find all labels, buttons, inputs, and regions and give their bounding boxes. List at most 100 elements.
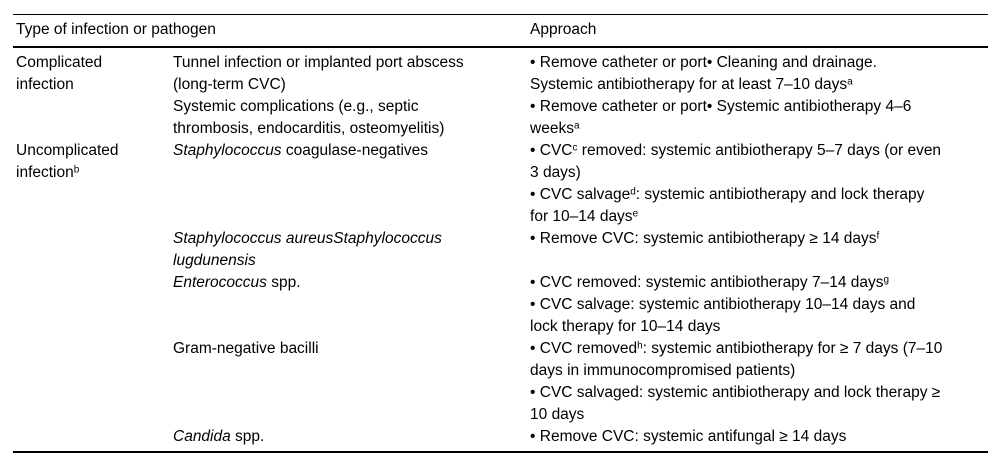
table-row: Candida spp.• Remove CVC: systemic antif…: [13, 426, 988, 452]
category-cell: Uncomplicated infectionb: [13, 140, 173, 228]
pathogen-cell: Enterococcus spp.: [173, 272, 530, 338]
footnote-marker: c: [572, 142, 578, 154]
category-cell: [13, 338, 173, 426]
text-segment: • Remove catheter or port• Systemic anti…: [530, 98, 912, 115]
text-line: • CVCc removed: systemic antibiotherapy …: [530, 140, 988, 162]
text-segment: • CVC salvage: [530, 186, 631, 203]
approach-cell: • Remove catheter or port• Cleaning and …: [530, 47, 988, 96]
text-segment: (long-term CVC): [173, 76, 286, 93]
table-body: Complicated infection Tunnel infection or …: [13, 47, 988, 452]
approach-cell: • Remove CVC: systemic antifungal ≥ 14 d…: [530, 426, 988, 452]
text-segment: spp.: [266, 274, 301, 291]
text-line: thrombosis, endocarditis, osteomyelitis): [173, 118, 530, 140]
pathogen-cell: Gram-negative bacilli: [173, 338, 530, 426]
infection-treatment-table-wrap: Type of infection or pathogen Approach C…: [13, 14, 989, 453]
text-line: • CVC salvaged: systemic antibiotherapy …: [530, 184, 988, 206]
footnote-marker: a: [847, 76, 853, 88]
text-segment: Systemic complications (e.g., septic: [173, 98, 419, 115]
text-segment: • CVC salvaged: systemic antibiotherapy …: [530, 384, 941, 401]
table-row: Complicated infection Tunnel infection or …: [13, 47, 988, 96]
text-line: (long-term CVC): [173, 74, 530, 96]
category-cell: [13, 96, 173, 140]
footnote-marker: b: [73, 164, 80, 176]
header-row: Type of infection or pathogen Approach: [13, 14, 989, 48]
table-header: Type of infection or pathogen Approach: [13, 14, 989, 48]
text-line: • Remove catheter or port• Cleaning and …: [530, 52, 988, 74]
table-row: Enterococcus spp.• CVC removed: systemic…: [13, 272, 988, 338]
text-line: lock therapy for 10–14 days: [530, 316, 988, 338]
approach-cell: • CVC removed: systemic antibiotherapy 7…: [530, 272, 988, 338]
text-segment: • CVC: [530, 142, 573, 159]
text-line: Candida spp.: [173, 426, 530, 448]
text-segment: infection: [16, 76, 74, 93]
pathogen-cell: Systemic complications (e.g., septic thro…: [173, 96, 530, 140]
text-line: • CVC removed: systemic antibiotherapy 7…: [530, 272, 988, 294]
text-segment: coagulase-negatives: [281, 142, 429, 159]
text-line: • Remove CVC: systemic antifungal ≥ 14 d…: [530, 426, 988, 448]
pathogen-cell: Staphylococcus aureusStaphylococcus lugdu…: [173, 228, 530, 272]
text-line: • Remove catheter or port• Systemic anti…: [530, 96, 988, 118]
text-line: Tunnel infection or implanted port absce…: [173, 52, 530, 74]
text-segment: 3 days): [530, 164, 581, 181]
text-line: Gram-negative bacilli: [173, 338, 530, 360]
text-line: Staphylococcus coagulase-negatives: [173, 140, 530, 162]
footnote-marker: g: [883, 274, 890, 286]
text-segment: Enterococcus: [173, 274, 267, 291]
text-segment: Complicated: [16, 54, 103, 71]
text-segment: • CVC removed: [530, 340, 638, 357]
category-cell: Complicated infection: [13, 47, 173, 96]
approach-cell: • Remove CVC: systemic antibiotherapy ≥ …: [530, 228, 988, 272]
text-segment: 10 days: [530, 406, 585, 423]
text-line: infectionb: [16, 162, 173, 184]
text-segment: for 10–14 days: [530, 208, 633, 225]
category-cell: [13, 272, 173, 338]
text-segment: days in immunocompromised patients): [530, 362, 796, 379]
text-segment: : systemic antibiotherapy for ≥ 7 days (…: [642, 340, 943, 357]
text-line: Complicated: [16, 52, 173, 74]
text-line: • Remove CVC: systemic antibiotherapy ≥ …: [530, 228, 988, 250]
text-line: Staphylococcus aureusStaphylococcus: [173, 228, 530, 250]
approach-cell: • CVC removedh: systemic antibiotherapy …: [530, 338, 988, 426]
text-line: for 10–14 dayse: [530, 206, 988, 228]
text-segment: spp.: [230, 428, 265, 445]
text-segment: Gram-negative bacilli: [173, 340, 319, 357]
text-segment: • Remove CVC: systemic antibiotherapy ≥ …: [530, 230, 877, 247]
text-segment: • CVC removed: systemic antibiotherapy 7…: [530, 274, 884, 291]
text-segment: : systemic antibiotherapy and lock thera…: [635, 186, 925, 203]
text-line: lugdunensis: [173, 250, 530, 272]
text-line: • CVC salvaged: systemic antibiotherapy …: [530, 382, 988, 404]
text-line: • CVC salvage: systemic antibiotherapy 1…: [530, 294, 988, 316]
text-line: 10 days: [530, 404, 988, 426]
header-approach: Approach: [530, 14, 989, 48]
footnote-marker: e: [632, 208, 639, 220]
text-line: • CVC removedh: systemic antibiotherapy …: [530, 338, 988, 360]
text-line: 3 days): [530, 162, 988, 184]
text-segment: Staphylococcus aureusStaphylococcus: [173, 230, 442, 247]
text-segment: removed: systemic antibiotherapy 5–7 day…: [577, 142, 942, 159]
text-segment: Staphylococcus: [173, 142, 282, 159]
header-type-of-infection: Type of infection or pathogen: [13, 14, 531, 48]
text-segment: Tunnel infection or implanted port absce…: [173, 54, 464, 71]
approach-cell: • CVCc removed: systemic antibiotherapy …: [530, 140, 988, 228]
text-segment: Uncomplicated: [16, 142, 119, 159]
text-line: Enterococcus spp.: [173, 272, 530, 294]
text-line: weeksa: [530, 118, 988, 140]
text-segment: • Remove CVC: systemic antifungal ≥ 14 d…: [530, 428, 847, 445]
text-segment: lock therapy for 10–14 days: [530, 318, 721, 335]
pathogen-cell: Candida spp.: [173, 426, 530, 452]
table-row: Staphylococcus aureusStaphylococcus lugdu…: [13, 228, 988, 272]
text-segment: Candida: [173, 428, 231, 445]
footnote-marker: a: [573, 120, 580, 132]
text-segment: thrombosis, endocarditis, osteomyelitis): [173, 120, 445, 137]
text-segment: weeks: [530, 120, 574, 137]
category-cell: [13, 228, 173, 272]
text-segment: • Remove catheter or port• Cleaning and …: [530, 54, 877, 71]
footnote-marker: f: [876, 230, 880, 242]
category-cell: [13, 426, 173, 452]
infection-treatment-table: Type of infection or pathogen Approach C…: [13, 14, 989, 453]
text-line: Uncomplicated: [16, 140, 173, 162]
approach-cell: • Remove catheter or port• Systemic anti…: [530, 96, 988, 140]
pathogen-cell: Staphylococcus coagulase-negatives: [173, 140, 530, 228]
pathogen-cell: Tunnel infection or implanted port absce…: [173, 47, 530, 96]
